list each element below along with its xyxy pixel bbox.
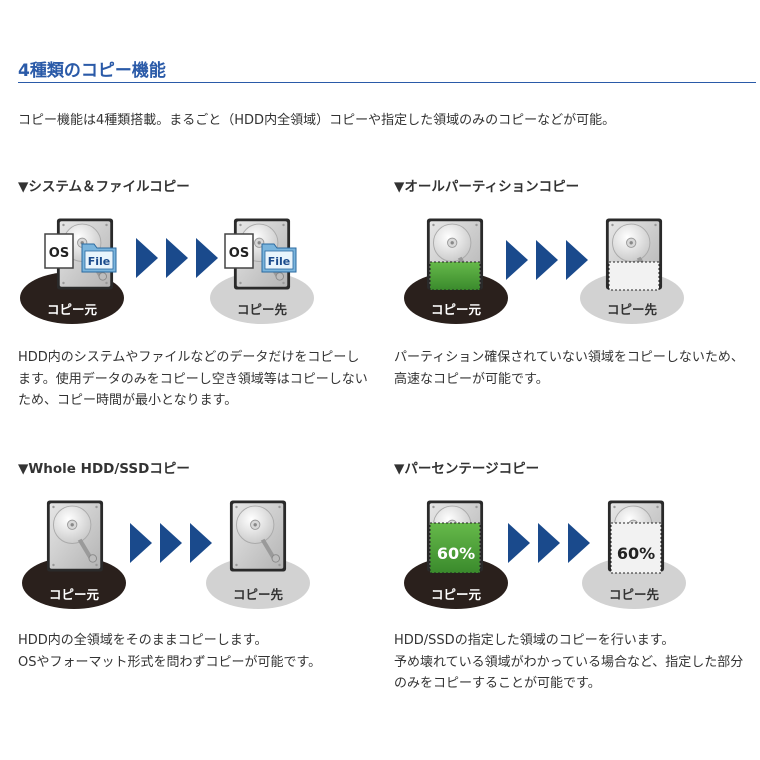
section-system-file-desc: HDD内のシステムやファイルなどのデータだけをコピーします。使用データのみをコピ… [18,350,368,408]
section-all-partition-desc: パーティション確保されていない領域をコピーしないため、高速なコピーが可能です。 [394,350,744,387]
hdd-icon [46,499,104,573]
hdd-icon [229,499,287,573]
system-file-copy-diagram: OS File コピー元 OS File コピー先 [20,217,314,324]
copy-arrows-icon [506,240,588,280]
percent-area [429,522,481,574]
svg-text:OS: OS [49,246,69,261]
file-folder-icon: File [81,243,117,273]
source-label: コピー元 [49,587,100,602]
section-percentage-title: ▼パーセンテージコピー [394,461,540,477]
section-whole-hdd-title: ▼Whole HDD/SSDコピー [18,461,190,477]
file-folder-icon: File [261,243,297,273]
percent-label: 60% [617,544,655,563]
percentage-copy-diagram: 60% コピー元 60% コピー先 [404,499,686,609]
section-system-file-title: ▼システム＆ファイルコピー [18,179,190,195]
os-badge: OS [224,233,254,269]
copy-arrows-icon [136,238,218,278]
dest-label: コピー先 [609,587,660,602]
source-label: コピー元 [431,587,482,602]
os-badge: OS [44,233,74,269]
partition-area [429,261,481,291]
page-title: 4種類のコピー機能 [18,61,166,81]
svg-text:OS: OS [229,246,249,261]
copy-arrows-icon [508,523,590,563]
partition-area [608,261,660,291]
svg-text:File: File [88,255,111,268]
copy-arrows-icon [130,523,212,563]
intro-text: コピー機能は4種類搭載。まるごと（HDD内全領域）コピーや指定した領域のみのコピ… [18,113,616,128]
whole-hdd-copy-diagram: コピー元 コピー先 [22,499,310,609]
title-rule [18,82,756,83]
section-all-partition-title: ▼オールパーティションコピー [394,179,580,195]
source-label: コピー元 [47,302,98,317]
svg-text:File: File [268,255,291,268]
dest-label: コピー先 [233,587,284,602]
all-partition-copy-diagram: コピー元 コピー先 [404,217,684,324]
section-percentage-desc: HDD/SSDの指定した領域のコピーを行います。 予め壊れている領域がわかってい… [394,633,744,691]
dest-label: コピー先 [237,302,288,317]
dest-label: コピー先 [607,302,658,317]
percent-label: 60% [437,544,475,563]
section-whole-hdd-desc: HDD内の全領域をそのままコピーします。 OSやフォーマット形式を問わずコピーが… [18,633,322,670]
source-label: コピー元 [431,302,482,317]
percent-area [610,522,662,574]
